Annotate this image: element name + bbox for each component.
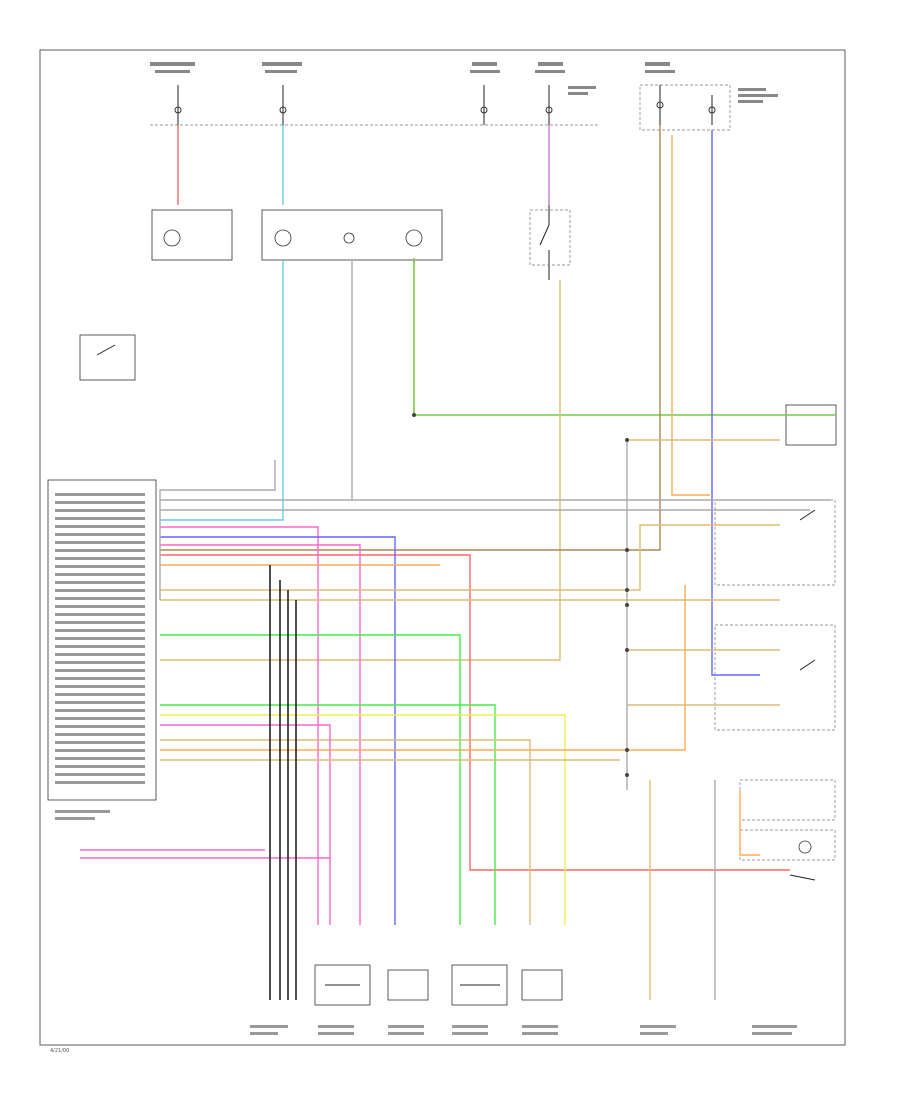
wire-gray-40	[159, 460, 276, 600]
fuse-6	[708, 95, 716, 125]
abs-control-module	[47, 479, 157, 801]
wire-pink-12	[160, 544, 361, 925]
wheel-speed-sensor-lf	[314, 964, 371, 1006]
wire-group	[80, 125, 835, 1000]
wire-pink-10	[160, 526, 319, 925]
sensor-module-center	[261, 209, 443, 261]
wire-light-blue-3	[160, 260, 284, 521]
module-pin-labels	[55, 493, 145, 820]
fuse-2	[279, 85, 287, 125]
wheel-speed-sensor-rf	[387, 969, 429, 1001]
splice-dots	[412, 413, 629, 777]
pressure-switch-contact	[789, 874, 816, 881]
brake-fluid-level-switch	[739, 779, 836, 821]
relay-contact-1	[799, 509, 816, 521]
wire-yellow-15	[160, 714, 566, 925]
diagram-code: 4/21/00	[50, 1048, 69, 1054]
wire-red-9	[160, 554, 790, 871]
sensor-symbol-1	[163, 229, 181, 247]
relay-contact-2	[799, 659, 816, 671]
traction-control-switch	[785, 404, 837, 446]
wire-pink-17	[160, 724, 331, 925]
sensor-module-left	[151, 209, 233, 261]
ground-switch-contact	[96, 344, 116, 356]
wire-tan-5	[160, 280, 561, 661]
diagram-border	[39, 49, 846, 1046]
fuse-3	[480, 85, 488, 125]
wire-orange-28	[160, 585, 686, 751]
wire-orange-32	[739, 790, 760, 856]
wire-tan-19	[160, 524, 780, 591]
wheel-speed-sensor-lr	[451, 964, 508, 1006]
ground-switch-box	[79, 334, 136, 381]
wire-bright-green-14	[160, 704, 496, 925]
fuse-1	[174, 85, 182, 125]
wheel-speed-sensor-rr	[521, 969, 563, 1001]
brake-switch	[529, 205, 571, 280]
wire-orange-7	[671, 135, 710, 496]
abs-main-relay	[714, 499, 836, 586]
fuse-label-blocks	[150, 62, 778, 103]
sensor-symbol-3	[343, 232, 355, 244]
wire-green-4	[413, 260, 835, 416]
wire-blue-8	[711, 130, 760, 676]
abs-pump-relay	[714, 624, 836, 731]
sensor-symbol-4	[405, 229, 423, 247]
wire-bright-green-13	[160, 634, 461, 925]
pump-motor-symbol	[798, 840, 812, 854]
bottom-label-blocks	[250, 1025, 797, 1035]
sensor-symbol-2	[274, 229, 292, 247]
wire-blue-11	[160, 536, 396, 925]
fuse-5	[656, 85, 664, 125]
fuse-box-right	[639, 84, 731, 131]
wire-brown-6	[160, 125, 661, 551]
wire-tan-16	[160, 739, 531, 925]
fuse-4	[545, 85, 553, 125]
